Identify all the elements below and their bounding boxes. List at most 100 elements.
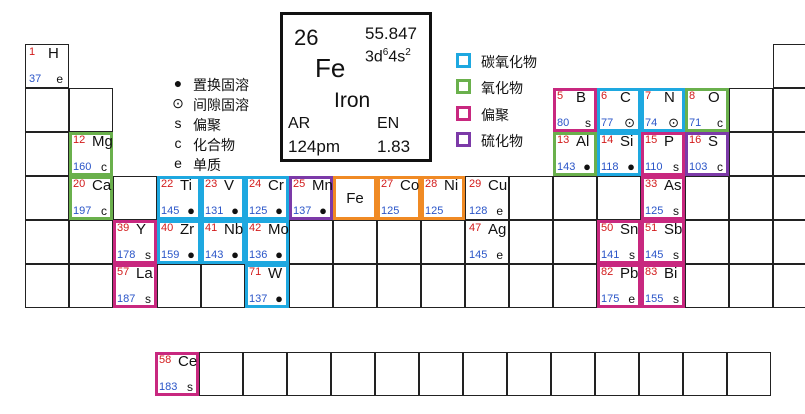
- atomic-number: 29: [469, 178, 482, 190]
- atomic-number: 42: [249, 222, 262, 234]
- atomic-number: 71: [249, 266, 262, 278]
- atomic-number: 20: [73, 178, 86, 190]
- atomic-radius: 125: [645, 205, 664, 217]
- empty-cell: [377, 220, 421, 264]
- empty-cell: [289, 264, 333, 308]
- atomic-radius: 159: [161, 249, 180, 261]
- atomic-radius: 160: [73, 161, 92, 173]
- solution-type: e: [496, 247, 503, 262]
- empty-cell: [287, 352, 331, 396]
- empty-cell: [421, 264, 465, 308]
- atomic-number: 7: [645, 90, 652, 102]
- atomic-radius: 110: [645, 161, 663, 173]
- atomic-radius: 143: [557, 161, 576, 173]
- empty-cell: [157, 264, 201, 308]
- solution-type: s: [673, 203, 679, 218]
- solution-type: ●: [231, 202, 239, 218]
- solution-type: ●: [187, 246, 195, 262]
- key-element-box: 26 55.847 3d64s2 Fe Iron AR EN 124pm 1.8…: [280, 12, 432, 162]
- atomic-radius: 197: [73, 205, 92, 217]
- solution-type: e: [628, 291, 635, 306]
- solution-type: s: [145, 247, 151, 262]
- atomic-number: 25: [293, 178, 306, 190]
- atomic-number: 51: [645, 222, 658, 234]
- empty-cell: [25, 132, 69, 176]
- element-symbol: Pb: [620, 265, 639, 282]
- solution-type: e: [496, 203, 503, 218]
- atomic-number: 82: [601, 266, 614, 278]
- empty-cell: [729, 176, 773, 220]
- solution-type: ●: [583, 158, 591, 174]
- key-atomic-number: 26: [294, 25, 319, 50]
- solution-type: ●: [627, 158, 635, 174]
- solution-type: ●: [275, 290, 283, 306]
- atomic-number: 15: [645, 134, 658, 146]
- element-symbol: Ti: [180, 177, 192, 194]
- atomic-radius: 183: [159, 381, 178, 393]
- empty-cell: [333, 220, 377, 264]
- key-symbol: Fe: [315, 53, 346, 83]
- empty-cell: [25, 88, 69, 132]
- atomic-number: 5: [557, 90, 564, 102]
- empty-cell: [509, 220, 553, 264]
- element-symbol: Sb: [664, 221, 683, 238]
- element-symbol: La: [136, 265, 153, 282]
- empty-cell: [685, 264, 729, 308]
- element-symbol: Sn: [620, 221, 639, 238]
- legend-swatch: [456, 53, 471, 68]
- atomic-number: 83: [645, 266, 658, 278]
- atomic-number: 47: [469, 222, 482, 234]
- empty-cell: [597, 176, 641, 220]
- atomic-radius: 118: [601, 161, 619, 173]
- empty-cell: [595, 352, 639, 396]
- empty-cell: [331, 352, 375, 396]
- atomic-number: 39: [117, 222, 130, 234]
- empty-cell: [509, 264, 553, 308]
- atomic-number: 23: [205, 178, 218, 190]
- empty-cell: [773, 264, 805, 308]
- legend-swatch: [456, 132, 471, 147]
- empty-cell: [201, 264, 245, 308]
- solution-type: c: [717, 115, 723, 130]
- solution-type: s: [585, 115, 591, 130]
- solution-type: ●: [187, 202, 195, 218]
- empty-cell: [69, 88, 113, 132]
- element-symbol: N: [664, 89, 675, 106]
- empty-cell: [377, 264, 421, 308]
- element-symbol: O: [708, 89, 720, 106]
- key-atomic-mass: 55.847: [365, 24, 417, 43]
- empty-cell: [551, 352, 595, 396]
- element-symbol: Bi: [664, 265, 678, 282]
- atomic-radius: 141: [601, 249, 620, 261]
- empty-cell: [553, 264, 597, 308]
- empty-cell: [509, 176, 553, 220]
- empty-cell: [289, 220, 333, 264]
- atomic-radius: 128: [469, 205, 488, 217]
- element-symbol: W: [268, 265, 283, 282]
- atomic-radius: 187: [117, 293, 136, 305]
- atomic-radius: 143: [205, 249, 224, 261]
- solution-type: s: [673, 247, 679, 262]
- key-en-value: 1.83: [377, 137, 411, 156]
- solution-type: e: [56, 71, 63, 86]
- element-symbol: Nb: [224, 221, 244, 238]
- empty-cell: [199, 352, 243, 396]
- empty-cell: [419, 352, 463, 396]
- element-symbol: B: [576, 89, 587, 106]
- element-symbol: Y: [136, 221, 147, 238]
